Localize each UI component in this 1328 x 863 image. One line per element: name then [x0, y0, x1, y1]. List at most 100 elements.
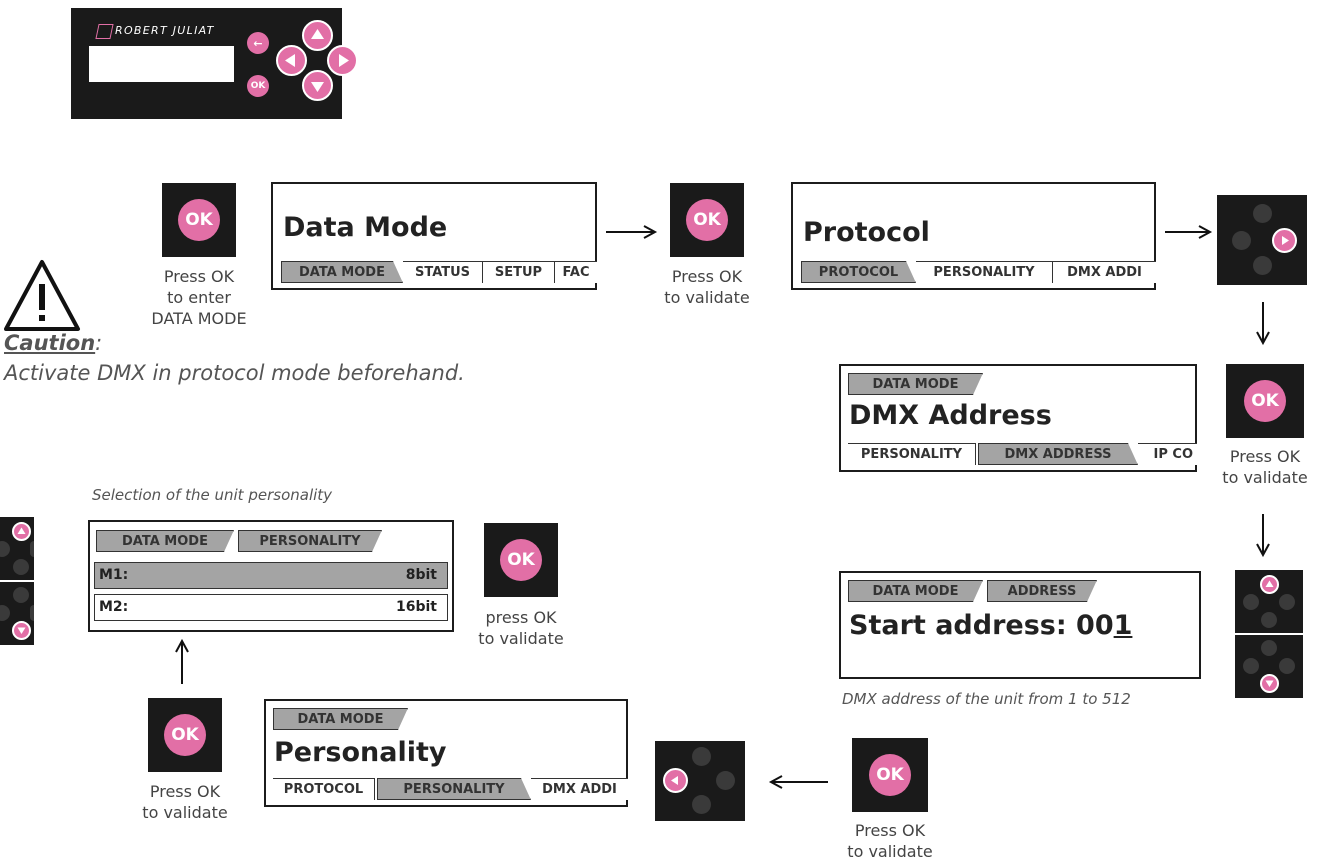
- personality-row-m2[interactable]: M2: 16bit: [94, 594, 448, 621]
- caption-validate-4-line2: to validate: [142, 803, 228, 822]
- dpad-right-icon: [30, 541, 34, 557]
- arrow-right-icon: [1165, 225, 1213, 239]
- ok-button-enter[interactable]: OK: [178, 199, 220, 241]
- dpad-right-icon: [1279, 658, 1295, 674]
- caption-validate-1-line2: to validate: [664, 288, 750, 307]
- panel-left-button[interactable]: [276, 45, 307, 76]
- tab-setup[interactable]: SETUP: [483, 261, 555, 283]
- dpad-left-key: [655, 741, 745, 821]
- screen-personality: DATA MODE Personality PROTOCOL PERSONALI…: [264, 699, 628, 807]
- tab-protocol[interactable]: PROTOCOL: [801, 261, 916, 283]
- caution-label: Caution:: [4, 331, 102, 355]
- caption-enter-line3: DATA MODE: [151, 309, 247, 328]
- dpad-right-icon: [716, 771, 735, 790]
- screen-title: Data Mode: [283, 212, 448, 243]
- brand-name: ROBERT JULIAT: [115, 24, 215, 37]
- caption-validate-5-line2: to validate: [478, 629, 564, 648]
- dpad-up-button[interactable]: [1260, 575, 1279, 594]
- tab-ip-config[interactable]: IP CO: [1138, 443, 1197, 465]
- start-address-cursor: 1: [1113, 610, 1133, 641]
- panel-right-button[interactable]: [327, 45, 358, 76]
- caption-enter-line2: to enter: [167, 288, 231, 307]
- dpad-right-icon: [1279, 594, 1295, 610]
- panel-up-button[interactable]: [302, 20, 333, 51]
- dpad-down-icon: [1261, 612, 1277, 628]
- dpad-down-button[interactable]: [1260, 674, 1279, 693]
- personality-name: M2:: [99, 599, 129, 615]
- dpad-down-key: [1235, 635, 1303, 698]
- arrow-down-icon: [1256, 302, 1270, 346]
- caption-validate-3: Press OK to validate: [823, 820, 957, 862]
- header-personality: PERSONALITY: [238, 530, 382, 552]
- dpad-up-button[interactable]: [12, 522, 31, 541]
- header-address: ADDRESS: [987, 580, 1097, 602]
- tab-data-mode[interactable]: DATA MODE: [281, 261, 403, 283]
- personality-selection-note: Selection of the unit personality: [92, 486, 333, 504]
- dpad-up-icon: [1261, 640, 1277, 656]
- screen-start-address: DATA MODE ADDRESS Start address: 001: [839, 571, 1201, 679]
- dpad-up-key-left: [0, 517, 34, 580]
- tab-fac[interactable]: FAC: [555, 261, 597, 283]
- tab-personality[interactable]: PERSONALITY: [848, 443, 976, 465]
- panel-display: [89, 46, 234, 82]
- header-data-mode: DATA MODE: [848, 373, 983, 395]
- screen-title: DMX Address: [849, 400, 1052, 431]
- arrow-left-icon: [768, 775, 828, 789]
- tab-dmx-address[interactable]: DMX ADDRESS: [978, 443, 1138, 465]
- tab-protocol[interactable]: PROTOCOL: [273, 778, 375, 800]
- personality-name: M1:: [99, 567, 129, 583]
- tab-dmx-address[interactable]: DMX ADDI: [1053, 261, 1156, 283]
- caption-validate-2: Press OK to validate: [1198, 446, 1328, 488]
- ok-button-validate-1[interactable]: OK: [686, 199, 728, 241]
- caption-validate-3-line2: to validate: [847, 842, 933, 861]
- start-address-prefix: Start address: 00: [849, 610, 1114, 641]
- panel-ok-button[interactable]: OK: [247, 75, 269, 97]
- dmx-range-note: DMX address of the unit from 1 to 512: [842, 690, 1131, 708]
- tab-dmx-address[interactable]: DMX ADDI: [531, 778, 628, 800]
- tab-personality[interactable]: PERSONALITY: [377, 778, 531, 800]
- brand-logo-icon: [95, 24, 114, 39]
- personality-value: 16bit: [396, 599, 437, 615]
- dpad-up-icon: [13, 587, 29, 603]
- dpad-down-icon: [692, 795, 711, 814]
- dpad-right-key: [1217, 195, 1307, 285]
- dpad-down-key-left: [0, 582, 34, 645]
- dpad-right-button[interactable]: [1272, 228, 1297, 253]
- start-address-value: Start address: 001: [849, 610, 1132, 641]
- warning-triangle-icon: [4, 260, 80, 331]
- caption-validate-5-line1: press OK: [485, 608, 557, 627]
- ok-button-validate-4[interactable]: OK: [164, 714, 206, 756]
- screen-protocol: Protocol PROTOCOL PERSONALITY DMX ADDI: [791, 182, 1156, 290]
- tab-status[interactable]: STATUS: [403, 261, 483, 283]
- dpad-up-icon: [1253, 204, 1272, 223]
- dpad-up-key: [1235, 570, 1303, 633]
- screen-data-mode: Data Mode DATA MODE STATUS SETUP FAC: [271, 182, 597, 290]
- dpad-right-icon: [30, 605, 34, 621]
- screen-dmx-address: DATA MODE DMX Address PERSONALITY DMX AD…: [839, 364, 1197, 472]
- caution-word: Caution: [4, 331, 96, 355]
- caption-enter-line1: Press OK: [163, 267, 235, 286]
- ok-button-validate-5[interactable]: OK: [500, 539, 542, 581]
- ok-button-validate-2[interactable]: OK: [1244, 380, 1286, 422]
- caption-validate-1-line1: Press OK: [671, 267, 743, 286]
- ok-button-validate-3[interactable]: OK: [869, 754, 911, 796]
- caution-colon: :: [95, 331, 103, 355]
- tab-personality[interactable]: PERSONALITY: [916, 261, 1053, 283]
- panel-down-button[interactable]: [302, 70, 333, 101]
- dpad-left-icon: [0, 605, 10, 621]
- caption-validate-4: Press OK to validate: [118, 781, 252, 823]
- dpad-left-button[interactable]: [663, 768, 688, 793]
- dpad-down-icon: [13, 559, 29, 575]
- control-panel: ROBERT JULIAT ← OK: [71, 8, 358, 119]
- personality-value: 8bit: [405, 567, 437, 583]
- dpad-down-icon: [1253, 256, 1272, 275]
- screen-title: Personality: [274, 737, 447, 768]
- personality-row-m1[interactable]: M1: 8bit: [94, 562, 448, 589]
- caption-validate-2-line1: Press OK: [1229, 447, 1301, 466]
- screen-personality-select: DATA MODE PERSONALITY M1: 8bit M2: 16bit: [88, 520, 454, 632]
- caption-validate-5: press OK to validate: [454, 607, 588, 649]
- dpad-down-button[interactable]: [12, 621, 31, 640]
- arrow-right-icon: [606, 225, 658, 239]
- caption-validate-2-line2: to validate: [1222, 468, 1308, 487]
- panel-back-button[interactable]: ←: [247, 32, 269, 54]
